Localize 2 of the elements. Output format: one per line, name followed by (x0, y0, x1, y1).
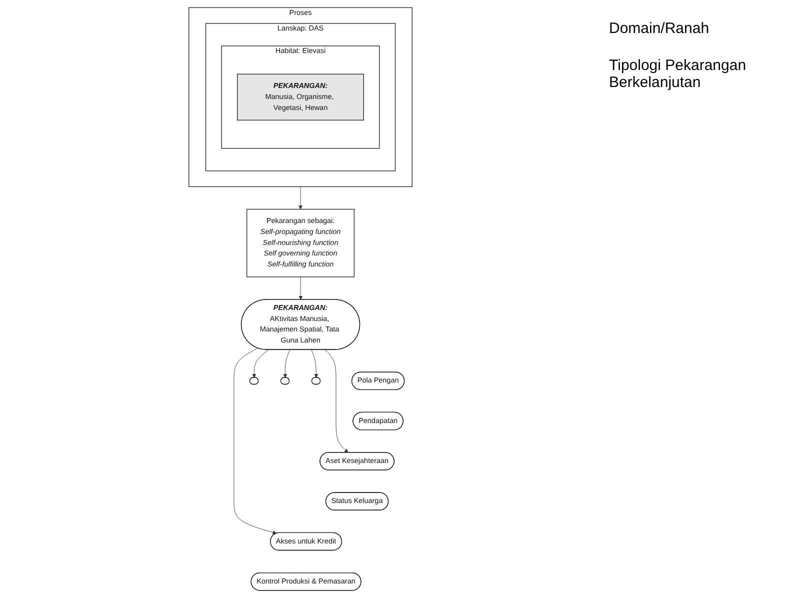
caption-text: Tipologi Pekarangan Berkelanjutan (609, 57, 748, 91)
caption-text: Domain/Ranah (609, 20, 710, 37)
